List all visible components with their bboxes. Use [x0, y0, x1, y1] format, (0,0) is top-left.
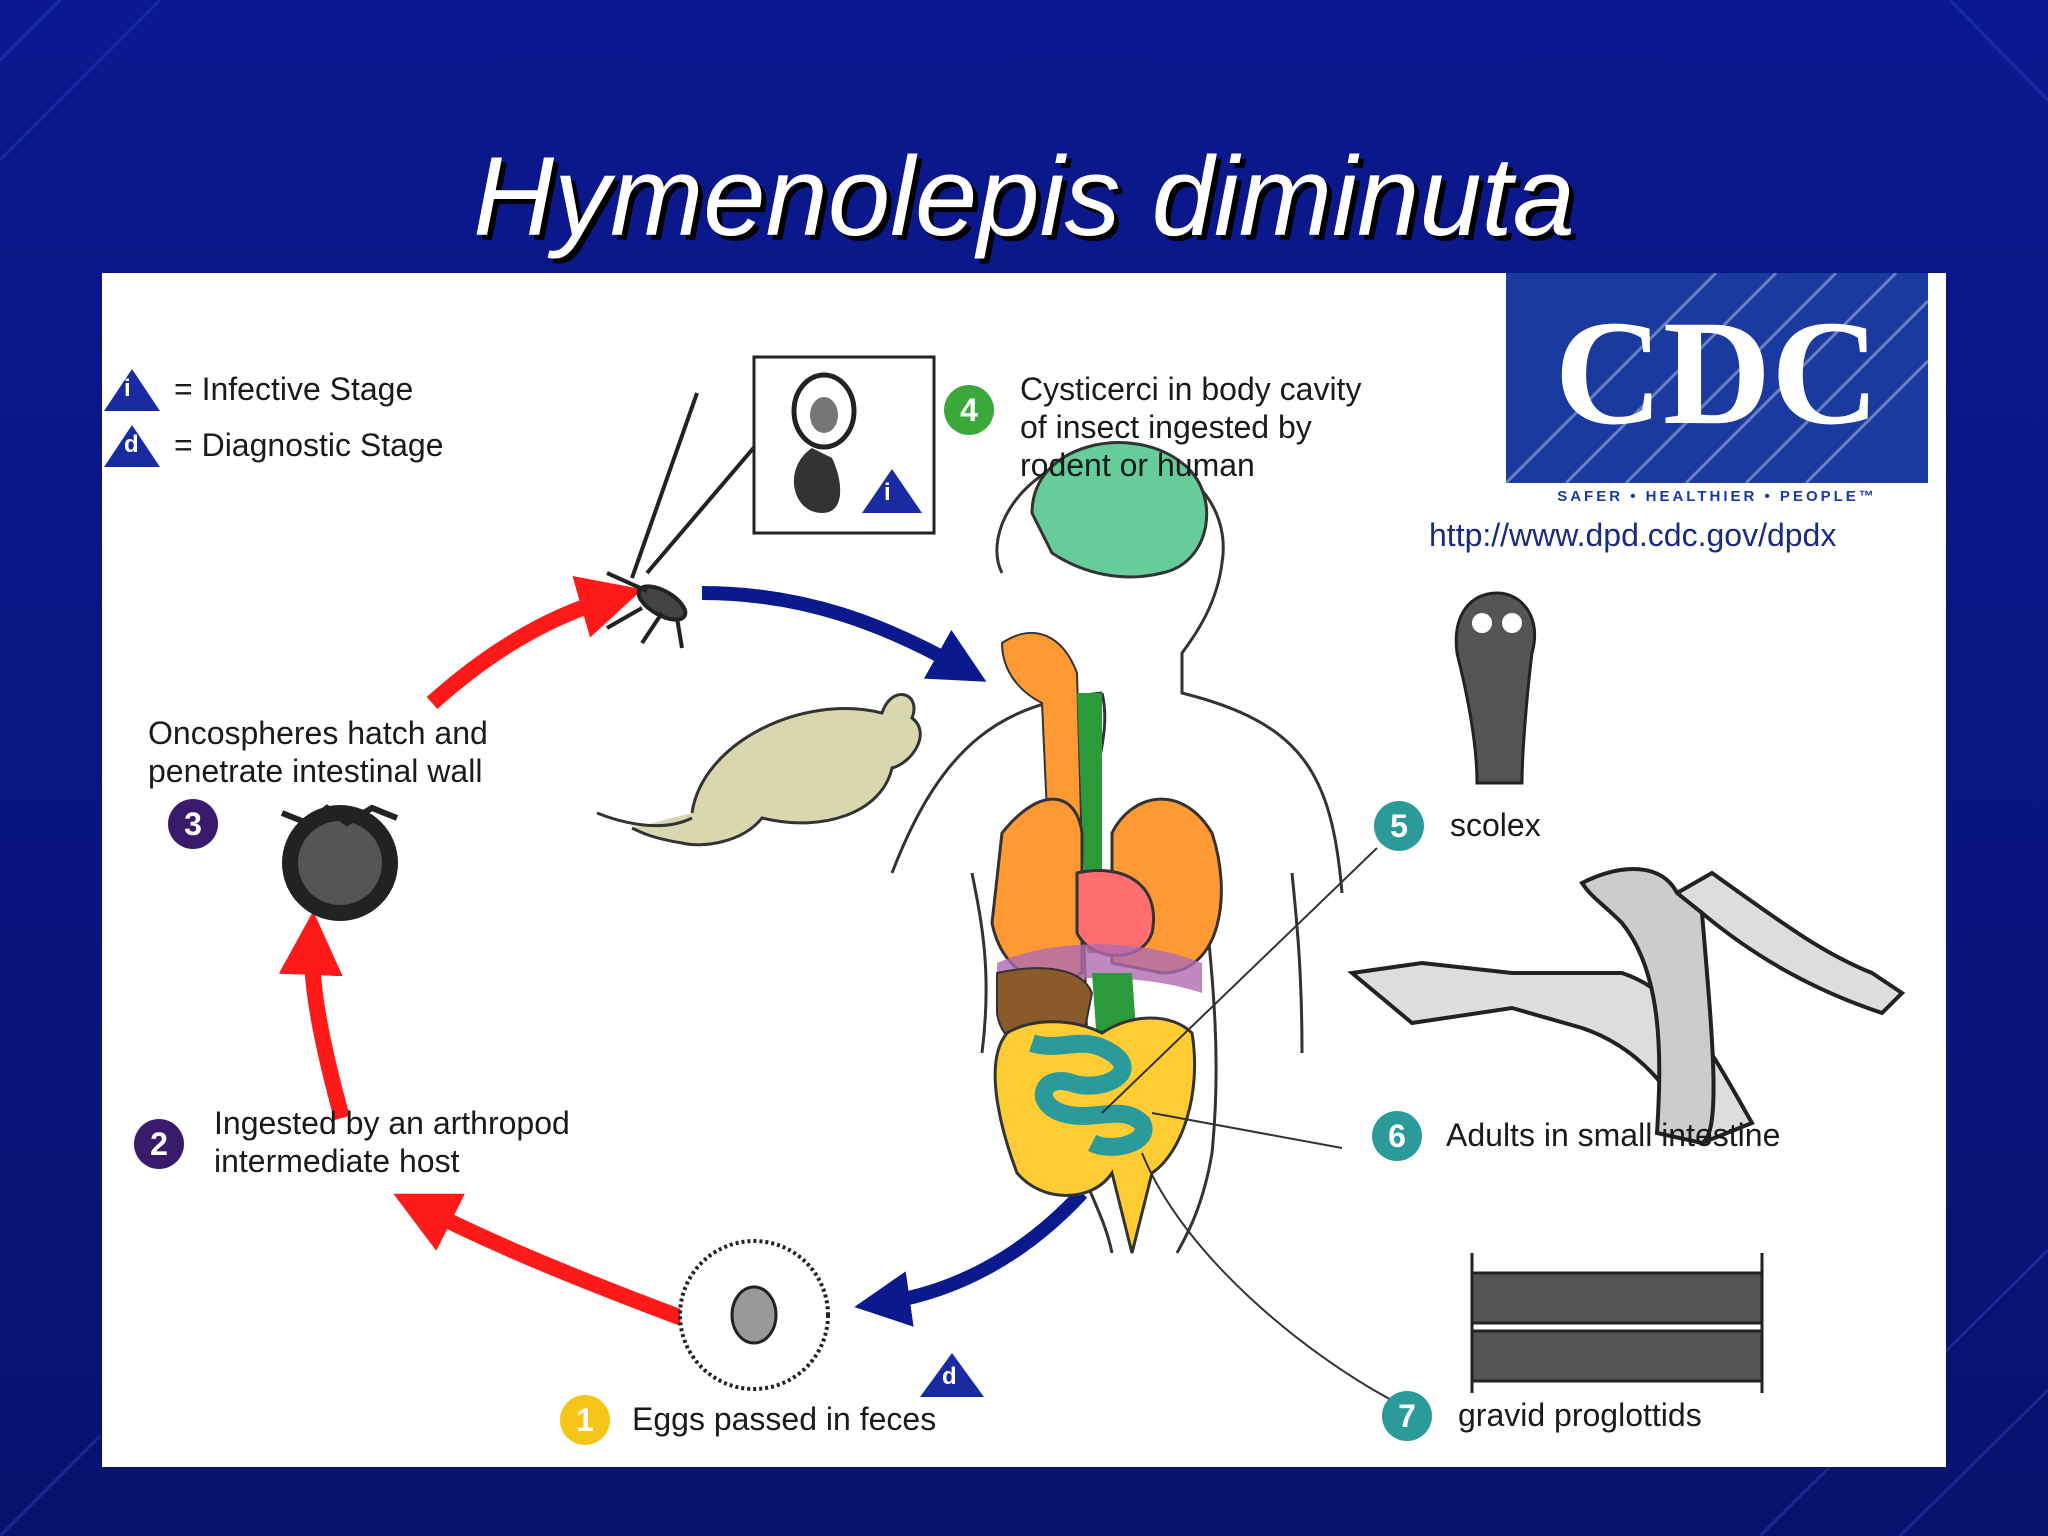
egg-icon [678, 1239, 830, 1391]
blue-arrow-insect-to-human [701, 586, 987, 682]
red-arrow-oncosphere-to-insect [426, 576, 643, 709]
stage-2-label-line1: Ingested by an arthropod [214, 1105, 570, 1141]
diagnostic-legend-icon [104, 425, 160, 467]
diagnostic-legend-text: = Diagnostic Stage [174, 427, 444, 463]
cysticercus-box [752, 355, 936, 535]
red-arrow-eggs-to-host [393, 1193, 685, 1326]
stage-7-badge: 7 [1382, 1391, 1432, 1441]
infective-legend-icon [104, 369, 160, 411]
stage-5-badge: 5 [1374, 801, 1424, 851]
life-cycle-diagram [104, 355, 1906, 1404]
stage-5-label: scolex [1450, 807, 1541, 843]
infective-marker-symbol: i [884, 479, 891, 506]
infective-legend-text: = Infective Stage [174, 371, 414, 407]
scolex-icon [1454, 591, 1537, 785]
stage-2-label-line2: intermediate host [214, 1143, 460, 1179]
stage-4-label-line2: of insect ingested by [1020, 409, 1312, 445]
stage-6-label: Adults in small intestine [1446, 1117, 1781, 1153]
infective-legend-symbol: i [124, 375, 131, 402]
stage-2-badge: 2 [134, 1119, 184, 1169]
gravid-proglottids-icon [1470, 1253, 1764, 1393]
red-arrow-host-to-oncosphere [278, 911, 350, 1121]
beetle-icon [606, 392, 764, 649]
cdc-url: http://www.dpd.cdc.gov/dpdx [1429, 517, 1837, 553]
stage-1-badge: 1 [560, 1395, 610, 1445]
blue-arrow-human-to-eggs [854, 1188, 1088, 1327]
stage-4-label-line3: rodent or human [1020, 447, 1255, 483]
oncosphere-icon [280, 804, 399, 921]
human-organs [990, 441, 1223, 1254]
cdc-tagline: SAFER • HEALTHIER • PEOPLE™ [1557, 488, 1877, 503]
stage-3-label-line2: penetrate intestinal wall [148, 753, 483, 789]
stage-4-badge: 4 [944, 385, 994, 435]
adult-tapeworm-icon [1347, 867, 1906, 1146]
cdc-logo: CDC SAFER • HEALTHIER • PEOPLE™ [1506, 273, 1928, 503]
diagnostic-legend-symbol: d [124, 431, 139, 458]
stage-4-label-line1: Cysticerci in body cavity [1020, 371, 1362, 407]
stage-1-label: Eggs passed in feces [632, 1401, 937, 1437]
slide-title: Hymenolepis diminuta [473, 134, 1575, 259]
stage-6-badge: 6 [1372, 1111, 1422, 1161]
stage-3-badge: 3 [168, 799, 218, 849]
cdc-logo-text: CDC [1555, 290, 1880, 456]
diagnostic-marker-symbol: d [942, 1363, 957, 1390]
stage-3-label-line1: Oncospheres hatch and [148, 715, 488, 751]
stage-7-label: gravid proglottids [1458, 1397, 1702, 1433]
diagnostic-marker-icon [920, 1353, 984, 1397]
rat-icon [596, 693, 922, 847]
leader-lines [1101, 847, 1398, 1404]
life-cycle-panel: i = Infective Stage d = Diagnostic Stage… [102, 273, 1946, 1467]
